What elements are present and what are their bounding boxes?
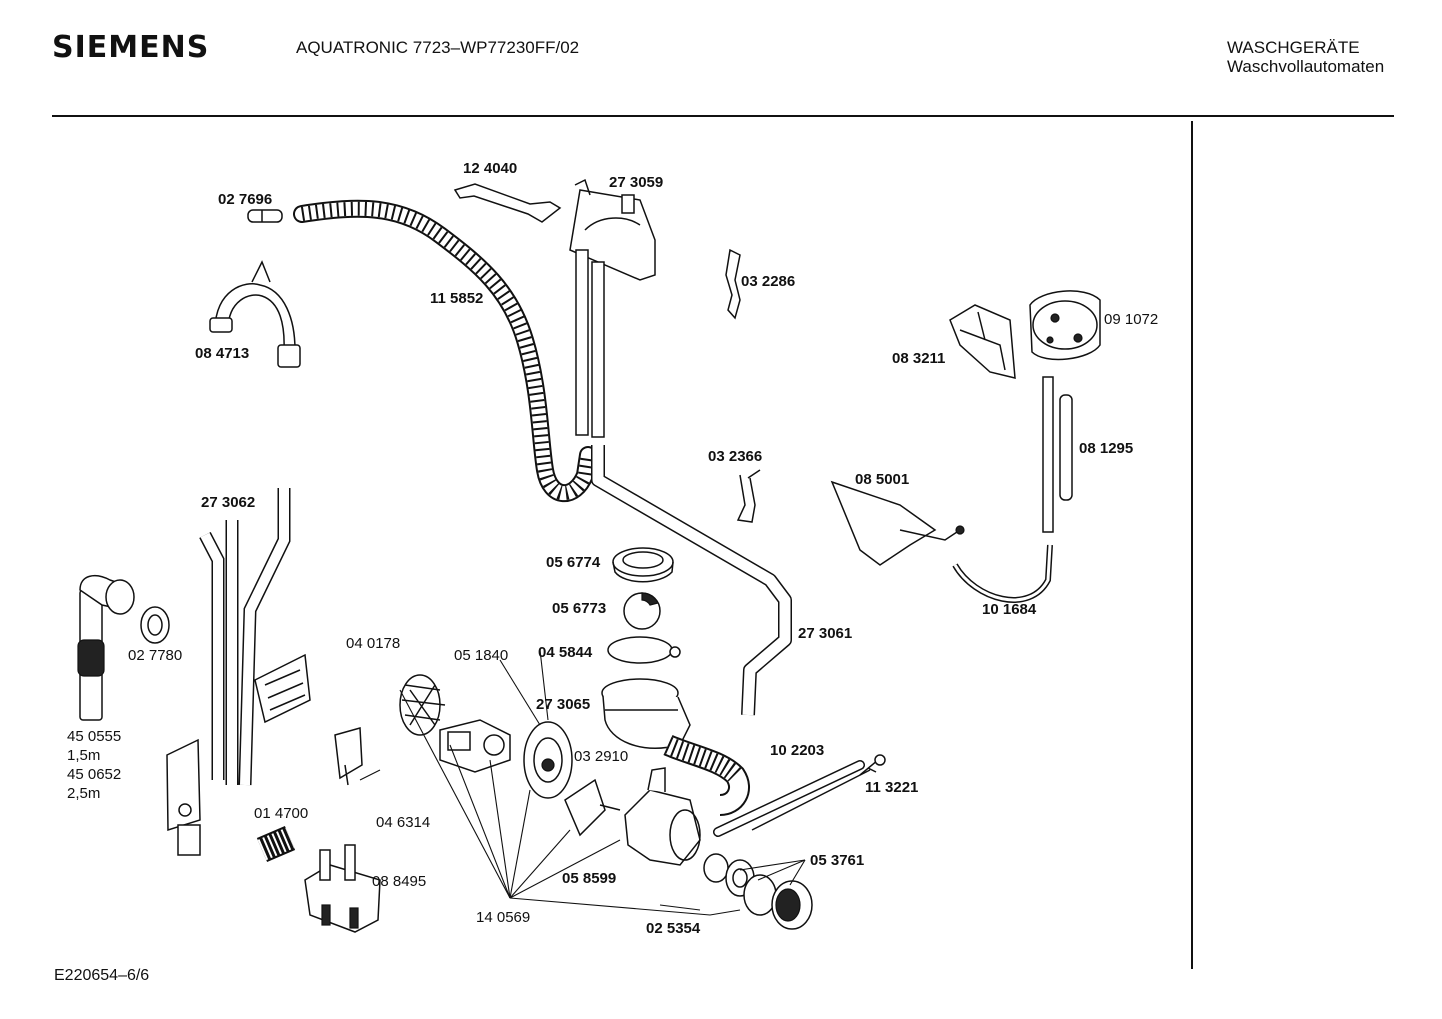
part-hose-holder bbox=[209, 260, 301, 368]
part-temperature-sensor bbox=[859, 754, 886, 776]
label-083211: 08 3211 bbox=[892, 350, 945, 367]
part-hose-clip bbox=[736, 469, 761, 523]
label-085001: 08 5001 bbox=[855, 471, 909, 488]
part-connector-small bbox=[247, 209, 283, 223]
label-102203: 10 2203 bbox=[770, 742, 824, 759]
part-inlet-hose bbox=[77, 574, 135, 721]
label-025354: 02 5354 bbox=[646, 920, 701, 937]
label-101684: 10 1684 bbox=[982, 601, 1037, 618]
label-045844: 04 5844 bbox=[538, 644, 593, 661]
category-subtitle: Waschvollautomaten bbox=[1227, 57, 1385, 76]
label-056774: 05 6774 bbox=[546, 554, 601, 571]
category-title: WASCHGERÄTE bbox=[1227, 38, 1360, 57]
part-vertical-pipes bbox=[199, 488, 291, 786]
part-pressure-switch bbox=[1029, 290, 1101, 361]
label-091072: 09 1072 bbox=[1104, 311, 1158, 328]
label-450555: 45 0555 bbox=[67, 728, 121, 745]
model-title: AQUATRONIC 7723–WP77230FF/02 bbox=[296, 38, 580, 57]
part-plug-connector bbox=[334, 727, 363, 786]
label-088495: 08 8495 bbox=[372, 873, 426, 890]
part-pump-disc bbox=[523, 721, 573, 799]
label-014700: 01 4700 bbox=[254, 805, 308, 822]
part-dispenser-tube bbox=[569, 178, 656, 438]
part-bellows-hose bbox=[663, 734, 750, 816]
part-heater-rod bbox=[713, 760, 871, 837]
part-heater-bracket bbox=[830, 480, 965, 566]
label-115852: 11 5852 bbox=[430, 290, 483, 307]
part-seal-ring bbox=[140, 606, 170, 644]
document-reference: E220654–6/6 bbox=[54, 967, 150, 984]
label-032366: 03 2366 bbox=[708, 448, 762, 465]
part-mounting-bracket bbox=[949, 304, 1016, 379]
label-027696: 02 7696 bbox=[218, 191, 272, 208]
label-051840: 05 1840 bbox=[454, 647, 508, 664]
part-pressure-hose bbox=[952, 544, 1053, 603]
label-140569: 14 0569 bbox=[476, 909, 530, 926]
label-056773: 05 6773 bbox=[552, 600, 606, 617]
part-mounting-plate bbox=[166, 738, 201, 856]
label-046314: 04 6314 bbox=[376, 814, 430, 831]
label-084713: 08 4713 bbox=[195, 345, 249, 362]
label-450555-length: 1,5m bbox=[67, 747, 100, 764]
side-divider bbox=[1191, 121, 1193, 969]
label-113221: 11 3221 bbox=[865, 779, 918, 796]
label-081295: 08 1295 bbox=[1079, 440, 1133, 457]
brand-logo: SIEMENS bbox=[52, 30, 210, 65]
label-450652: 45 0652 bbox=[67, 766, 121, 783]
part-filter-set bbox=[703, 853, 813, 930]
label-027780: 02 7780 bbox=[128, 647, 182, 664]
part-gasket bbox=[612, 547, 674, 583]
leader-lines bbox=[359, 649, 806, 916]
part-drain-cover bbox=[564, 778, 621, 837]
part-clip-bracket bbox=[725, 248, 741, 320]
header-divider bbox=[52, 115, 1394, 117]
part-sump-housing bbox=[601, 678, 691, 749]
label-450652-length: 2,5m bbox=[67, 785, 100, 802]
label-273059: 27 3059 bbox=[609, 174, 663, 191]
label-040178: 04 0178 bbox=[346, 635, 400, 652]
part-grill-bracket bbox=[254, 653, 311, 724]
part-drain-pipe bbox=[591, 445, 792, 716]
part-spring-coupling bbox=[256, 826, 296, 862]
label-032286: 03 2286 bbox=[741, 273, 795, 290]
label-032910: 03 2910 bbox=[574, 748, 628, 765]
label-273062: 27 3062 bbox=[201, 494, 255, 511]
part-water-valve bbox=[304, 844, 381, 933]
label-053761: 05 3761 bbox=[810, 852, 864, 869]
part-corrugated-hose bbox=[293, 199, 597, 503]
label-058599: 05 8599 bbox=[562, 870, 616, 887]
part-pump-housing bbox=[624, 767, 701, 866]
part-pump-motor bbox=[439, 719, 511, 773]
part-ring bbox=[607, 636, 681, 664]
label-273065: 27 3065 bbox=[536, 696, 590, 713]
label-124040: 12 4040 bbox=[463, 160, 517, 177]
part-tubes bbox=[1042, 376, 1073, 533]
label-273061: 27 3061 bbox=[798, 625, 852, 642]
part-bent-rod bbox=[453, 183, 562, 223]
part-ball bbox=[623, 592, 661, 630]
part-impeller bbox=[399, 674, 446, 736]
